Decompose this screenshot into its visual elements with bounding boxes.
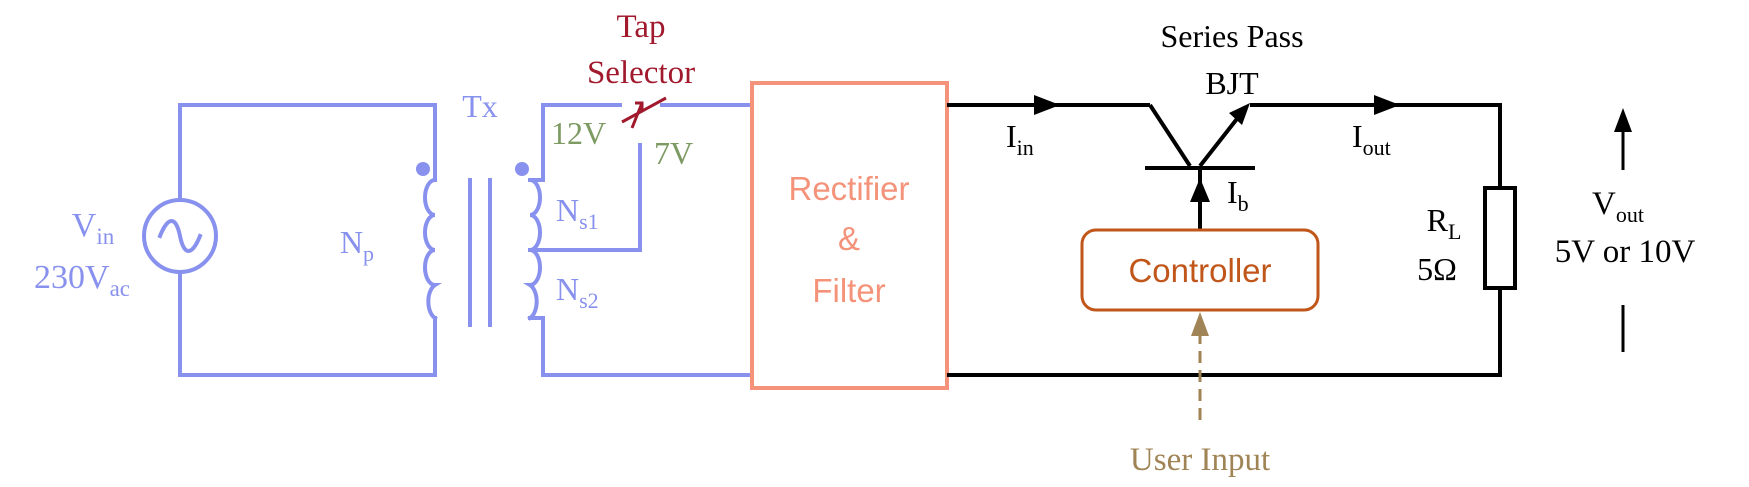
switch-adjust-arrowhead: [635, 101, 644, 110]
load-resistor: [1483, 186, 1517, 290]
vout-value-label: 5V or 10V: [1555, 234, 1696, 270]
current-out-arrowhead: [1374, 95, 1400, 115]
vout-name-label: Vout: [1592, 186, 1644, 227]
secondary2-turns-sub: s2: [579, 288, 599, 313]
bjt-title-line2: BJT: [1205, 65, 1259, 101]
rectifier-label-line3: Filter: [812, 272, 885, 309]
input-current-sub: in: [1017, 135, 1034, 160]
ac-source-symbol: [142, 198, 218, 274]
tap-selector-title-line1: Tap: [616, 9, 665, 45]
rectifier-filter-block: [750, 81, 949, 390]
user-input-arrowhead: [1191, 312, 1209, 336]
output-current-label: Iout: [1352, 118, 1391, 160]
primary-turns-sub: p: [363, 241, 374, 266]
controller-label: Controller: [1128, 252, 1271, 289]
primary-wire: [178, 103, 437, 202]
secondary1-turns-main: N: [556, 192, 579, 228]
secondary-midtap-wire: [528, 143, 642, 252]
base-current-main: I: [1227, 174, 1238, 210]
tap-7v-label: 7V: [654, 135, 693, 171]
rectifier-label-line2: &: [838, 220, 860, 257]
switch-adjust-arrow: [630, 102, 644, 129]
vout-name-sub: out: [1616, 202, 1644, 227]
primary-polarity-dot: [416, 162, 430, 176]
base-current-arrowhead: [1190, 178, 1210, 202]
primary-coil: [423, 177, 442, 321]
primary-turns-main: N: [340, 224, 363, 260]
source-name-label: Vin: [72, 207, 115, 249]
ac-sine-icon: [157, 219, 203, 253]
output-return-wire: [947, 288, 1502, 377]
secondary-top-wire: [528, 103, 622, 182]
tap-selector-switch: [621, 96, 667, 129]
input-current-label: Iin: [1006, 118, 1034, 160]
tap-12v-label: 12V: [551, 115, 606, 151]
secondary-polarity-dot: [515, 162, 529, 176]
switch-blade: [621, 96, 667, 124]
primary-turns-label: Np: [340, 224, 374, 266]
primary-circuit: [142, 103, 754, 377]
secondary1-turns-label: Ns1: [556, 192, 599, 234]
rectifier-label-line1: Rectifier: [788, 170, 909, 207]
tap-selector-title-line2: Selector: [587, 55, 695, 91]
controller-block: [1080, 228, 1320, 312]
source-name-main: V: [72, 207, 97, 244]
user-input-label: User Input: [1130, 442, 1270, 478]
source-name-sub: in: [96, 224, 114, 249]
primary-wire-bottom: [178, 270, 437, 377]
load-name-sub: L: [1448, 219, 1461, 244]
load-name-main: R: [1427, 202, 1449, 238]
secondary2-turns-label: Ns2: [556, 271, 599, 313]
current-in-arrowhead: [1034, 95, 1060, 115]
source-value-main: 230V: [34, 259, 110, 296]
base-current-label: Ib: [1227, 174, 1249, 216]
input-current-main: I: [1006, 118, 1017, 154]
source-value-label: 230Vac: [34, 259, 130, 301]
bjt-title-line1: Series Pass: [1160, 18, 1303, 54]
vout-arrowhead: [1614, 108, 1632, 132]
load-name-label: RL: [1427, 202, 1462, 244]
secondary2-turns-main: N: [556, 271, 579, 307]
secondary-bottom-wire: [528, 316, 754, 377]
secondary1-turns-sub: s1: [579, 209, 599, 234]
output-current-sub: out: [1363, 135, 1391, 160]
vout-name-main: V: [1592, 186, 1616, 222]
base-current-sub: b: [1238, 191, 1249, 216]
output-top-wire-right: [1250, 103, 1502, 188]
bjt-collector: [1148, 103, 1192, 168]
output-current-main: I: [1352, 118, 1363, 154]
source-value-sub: ac: [110, 276, 130, 301]
load-value-label: 5Ω: [1417, 251, 1457, 287]
bjt-emitter-arrowhead: [1229, 103, 1250, 125]
transformer-label: Tx: [462, 88, 498, 124]
bjt-emitter: [1198, 113, 1242, 168]
